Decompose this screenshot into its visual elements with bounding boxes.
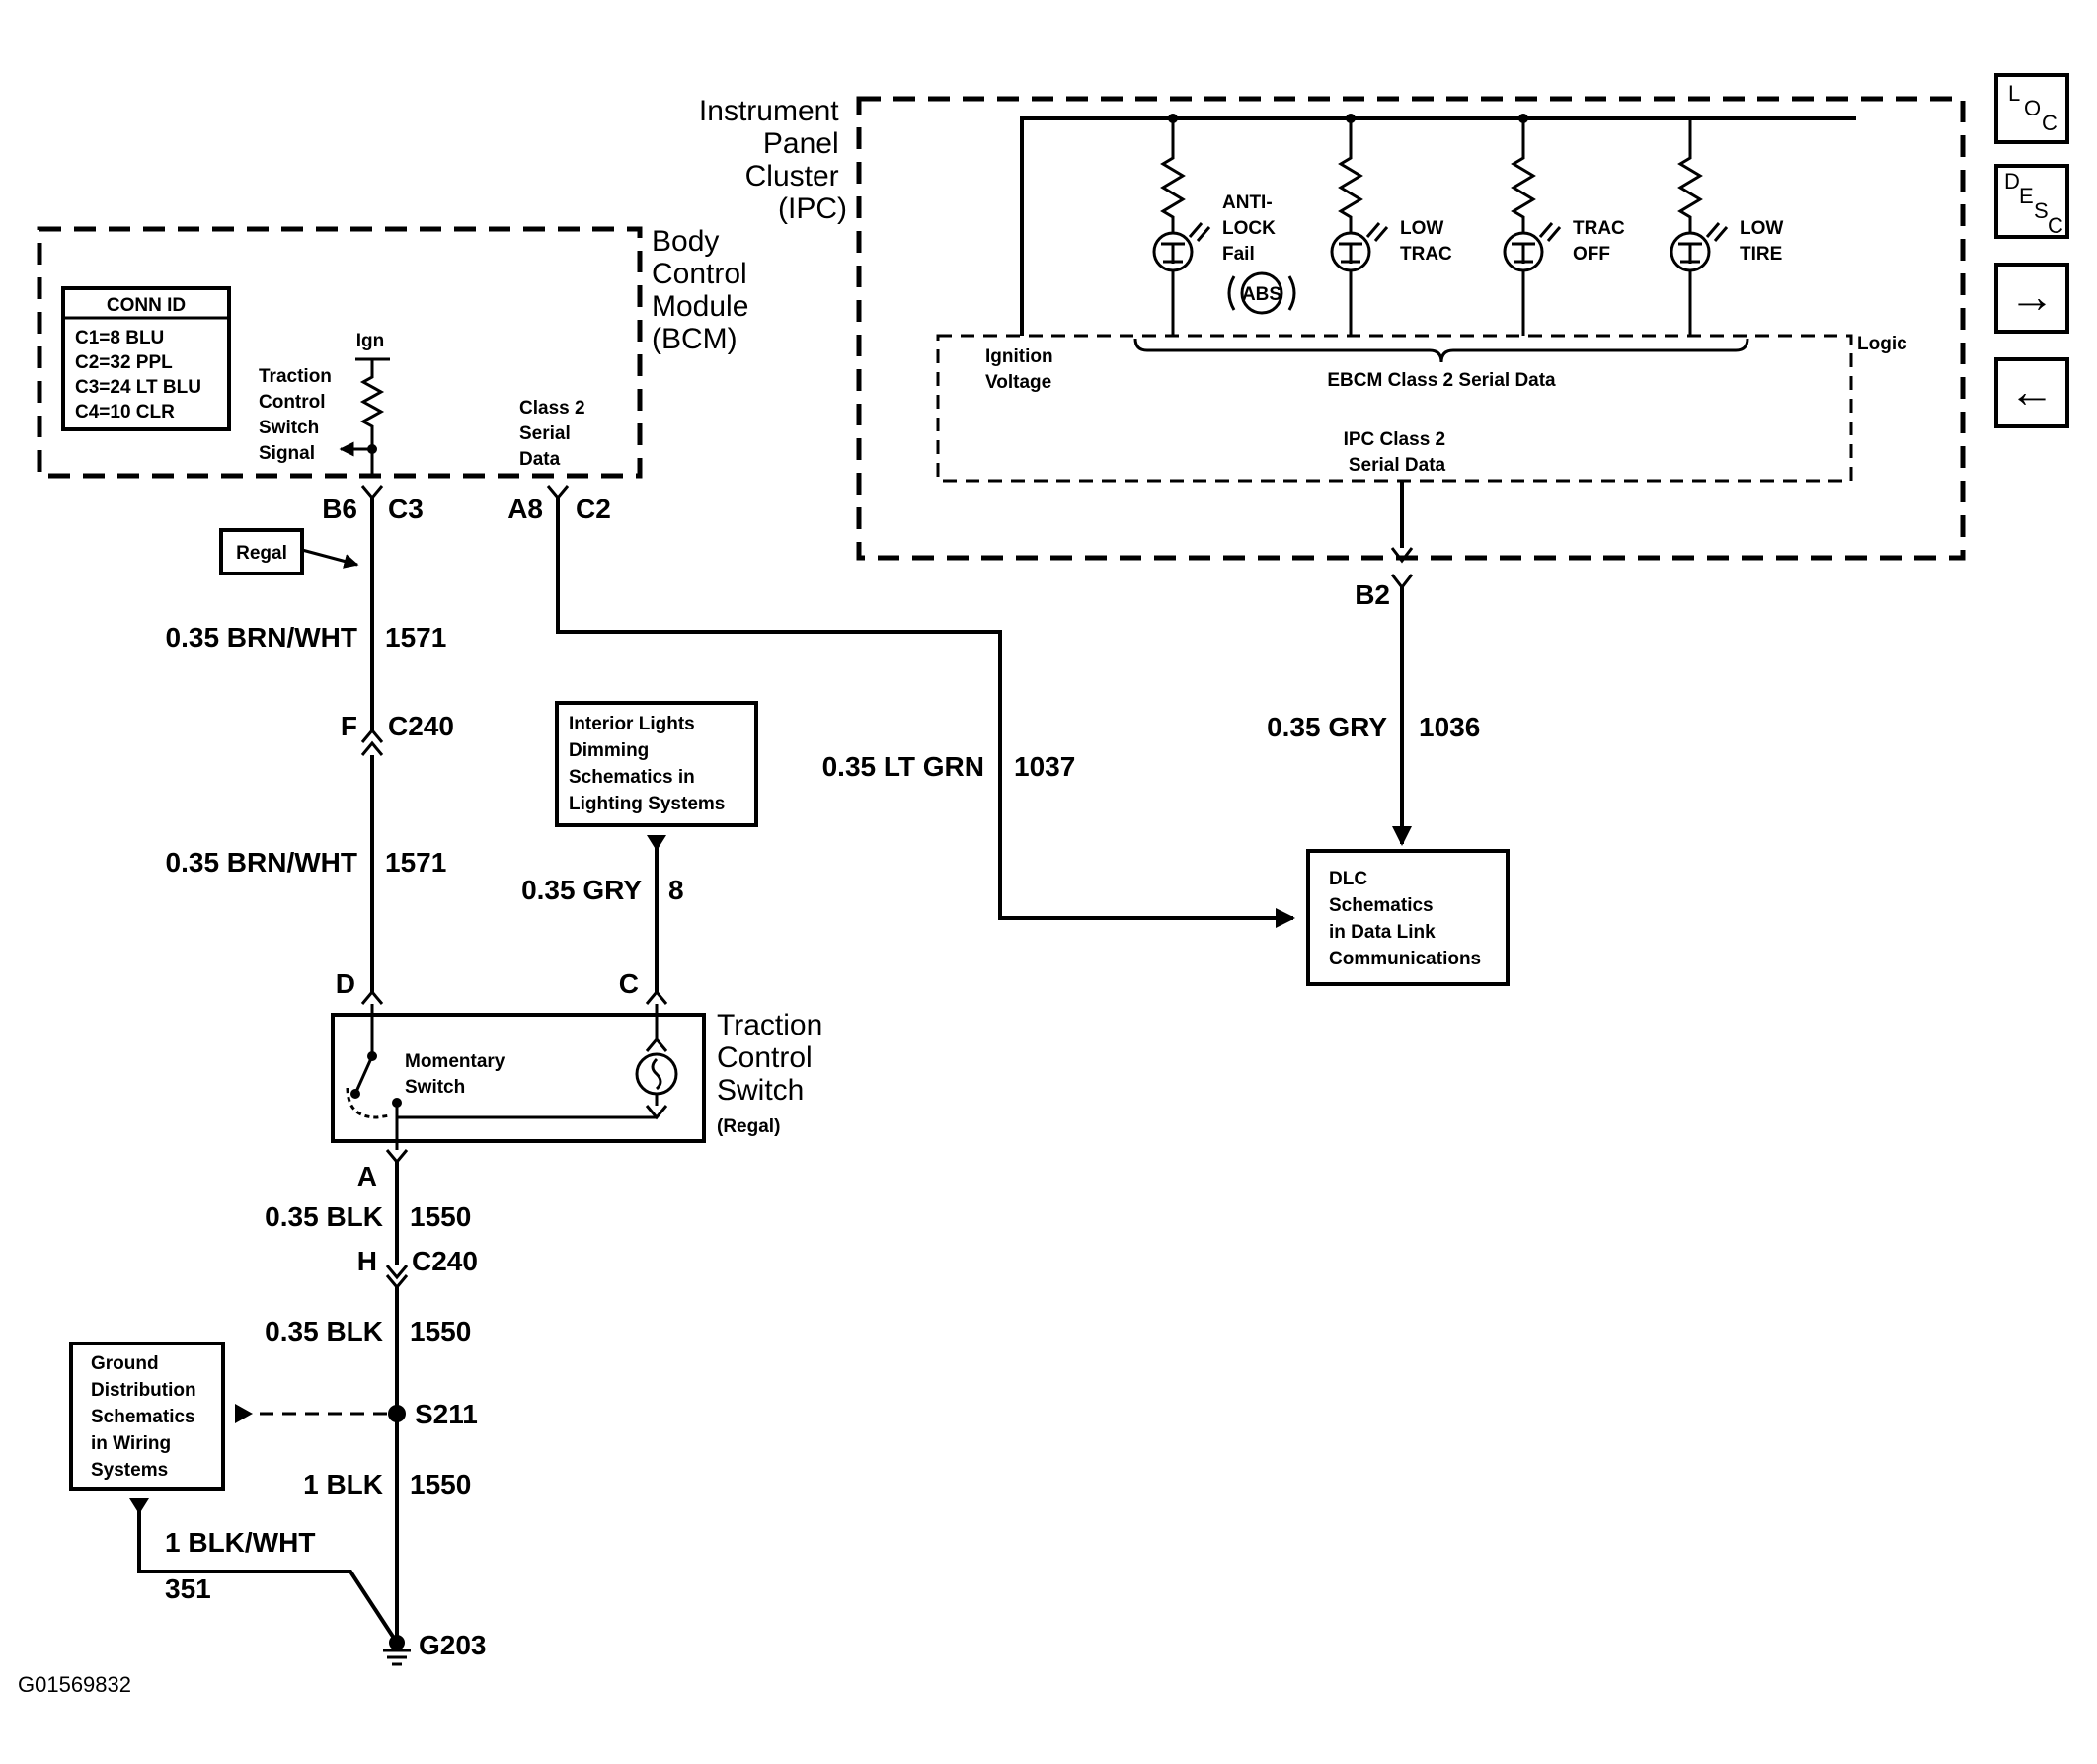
ign-label: Ign: [356, 331, 385, 351]
conn-id-header: CONN ID: [107, 295, 186, 316]
c240-top-connector: [360, 728, 384, 756]
svg-text:0.35 LT GRN: 0.35 LT GRN: [822, 751, 984, 782]
regal-note: Regal: [219, 528, 359, 575]
ebcm-brace: [1133, 338, 1749, 363]
traction-control-switch: Traction Control Switch (Regal) Momentar…: [331, 1004, 831, 1150]
svg-text:S: S: [2034, 198, 2049, 223]
svg-text:H: H: [357, 1246, 377, 1276]
ipc-ignition-bus: [1020, 116, 1856, 336]
figure-id: G01569832: [18, 1672, 131, 1697]
svg-text:(Regal): (Regal): [717, 1116, 780, 1137]
svg-text:0.35 GRY: 0.35 GRY: [1267, 712, 1387, 742]
wire-351: [137, 1498, 399, 1645]
svg-text:C: C: [2042, 111, 2058, 135]
bcm-pullup-resistor: [359, 359, 385, 474]
ipc-boundary: [856, 96, 1966, 561]
pin-b6: B6: [322, 494, 357, 524]
pin-c2: C2: [576, 494, 611, 524]
svg-text:1550: 1550: [410, 1201, 471, 1232]
class2-label: Class 2 Serial Data: [519, 398, 590, 470]
svg-text:Momentary Switch: Momentary Switch: [405, 1051, 510, 1098]
bcm-module: Body Control Module (BCM) CONN ID C1=8 B…: [37, 225, 757, 500]
ground-icon: [383, 1649, 411, 1666]
pin-c-terminal: [645, 989, 668, 1005]
svg-text:0.35 BLK: 0.35 BLK: [265, 1316, 383, 1346]
logic-label: Logic: [1857, 334, 1907, 354]
svg-text:Traction Control S: Traction Control Switch: [717, 1009, 831, 1107]
svg-text:1571: 1571: [385, 847, 446, 878]
svg-text:S211: S211: [415, 1399, 478, 1429]
pin-a-terminal: [385, 1149, 409, 1165]
svg-text:0.35 BRN/WHT: 0.35 BRN/WHT: [166, 847, 357, 878]
pin-c3: C3: [388, 494, 424, 524]
svg-text:0.35 BLK: 0.35 BLK: [265, 1201, 383, 1232]
prev-page-button[interactable]: ←: [1994, 357, 2069, 428]
svg-text:TRAC OFF: TRAC OFF: [1573, 218, 1630, 265]
ipc-class2-label: IPC Class 2 Serial Data: [1344, 429, 1451, 476]
interior-lights-reference-box[interactable]: Interior Lights Dimming Schematics in Li…: [555, 701, 758, 827]
svg-text:A: A: [357, 1161, 377, 1191]
svg-text:DLC Schematics in: DLC Schematics in Data Link Communicatio…: [1329, 869, 1481, 969]
conn-id-rows: C1=8 BLU C2=32 PPL C3=24 LT BLU C4=10 CL…: [75, 328, 206, 422]
dlc-reference-box[interactable]: DLC Schematics in Data Link Communicatio…: [1306, 849, 1510, 986]
abs-indicator: ANTI- LOCK Fail ABS: [1152, 114, 1296, 336]
trac-off-indicator: TRAC OFF: [1503, 114, 1630, 336]
ipc-module: Instrument Panel Cluster (IPC) Logic Ign…: [699, 95, 1966, 590]
traction-signal-label: Traction Control Switch Signal: [259, 366, 337, 464]
svg-text:Ground Distribution: Ground Distribution Schematics in Wiring…: [91, 1353, 201, 1481]
ipc-logic-boundary: [936, 334, 1853, 483]
svg-text:1571: 1571: [385, 622, 446, 652]
desc-button[interactable]: D E S C: [1994, 164, 2069, 239]
svg-text:C: C: [619, 968, 639, 999]
svg-text:1037: 1037: [1014, 751, 1075, 782]
svg-text:C240: C240: [388, 711, 454, 741]
next-page-button[interactable]: →: [1994, 263, 2069, 334]
svg-text:LOW TIRE: LOW TIRE: [1740, 218, 1789, 265]
svg-text:D: D: [336, 968, 355, 999]
svg-text:Regal: Regal: [236, 543, 287, 564]
svg-text:L: L: [2008, 81, 2020, 106]
svg-text:351: 351: [165, 1573, 211, 1604]
svg-text:8: 8: [668, 875, 684, 905]
arrow-left-icon: ←: [2009, 365, 2055, 417]
abs-badge-icon: [1240, 271, 1283, 315]
svg-text:F: F: [341, 711, 357, 741]
splice-s211: [388, 1405, 406, 1422]
svg-text:ANTI- LOCK Fai: ANTI- LOCK Fail: [1222, 192, 1281, 265]
c240-bottom-connector: [385, 1265, 409, 1290]
svg-text:1550: 1550: [410, 1316, 471, 1346]
svg-text:C240: C240: [412, 1246, 478, 1276]
svg-text:0.35 GRY: 0.35 GRY: [521, 875, 642, 905]
svg-text:E: E: [2019, 184, 2034, 208]
svg-text:ABS: ABS: [1242, 284, 1282, 305]
wire-1037: [556, 498, 1295, 928]
conn-id-table: CONN ID C1=8 BLU C2=32 PPL C3=24 LT BLU …: [61, 286, 231, 431]
svg-text:D: D: [2004, 169, 2020, 193]
pin-d-terminal: [360, 989, 384, 1005]
svg-text:1 BLK/WHT: 1 BLK/WHT: [165, 1527, 315, 1558]
svg-text:Interior Lights Dimming: Interior Lights Dimming Schematics in Li…: [569, 714, 725, 814]
ground-distribution-reference-box[interactable]: Ground Distribution Schematics in Wiring…: [69, 1342, 225, 1491]
bcm-boundary: [37, 226, 643, 479]
ground-g203: G203: [419, 1630, 487, 1660]
ignition-voltage-label: Ignition Voltage: [985, 346, 1058, 393]
low-tire-indicator: LOW TIRE: [1670, 118, 1789, 336]
svg-text:1 BLK: 1 BLK: [303, 1469, 383, 1499]
svg-text:O: O: [2024, 96, 2041, 120]
svg-text:LOW TRAC: LOW TRAC: [1400, 218, 1452, 265]
pin-b2: B2: [1355, 579, 1390, 610]
svg-text:1550: 1550: [410, 1469, 471, 1499]
bcm-title: Body Control Module (BCM): [652, 225, 757, 355]
pin-a8: A8: [507, 494, 543, 524]
low-trac-indicator: LOW TRAC: [1330, 114, 1452, 336]
momentary-switch-contact: [353, 1055, 374, 1095]
svg-text:1036: 1036: [1419, 712, 1480, 742]
ebcm-serial-data-label: EBCM Class 2 Serial Data: [1327, 370, 1556, 391]
arrow-right-icon: →: [2009, 270, 2055, 322]
svg-text:0.35 BRN/WHT: 0.35 BRN/WHT: [166, 622, 357, 652]
loc-button[interactable]: L O C: [1994, 73, 2069, 144]
ipc-title: Instrument Panel Cluster (IPC): [699, 95, 847, 225]
svg-text:C: C: [2048, 213, 2063, 238]
